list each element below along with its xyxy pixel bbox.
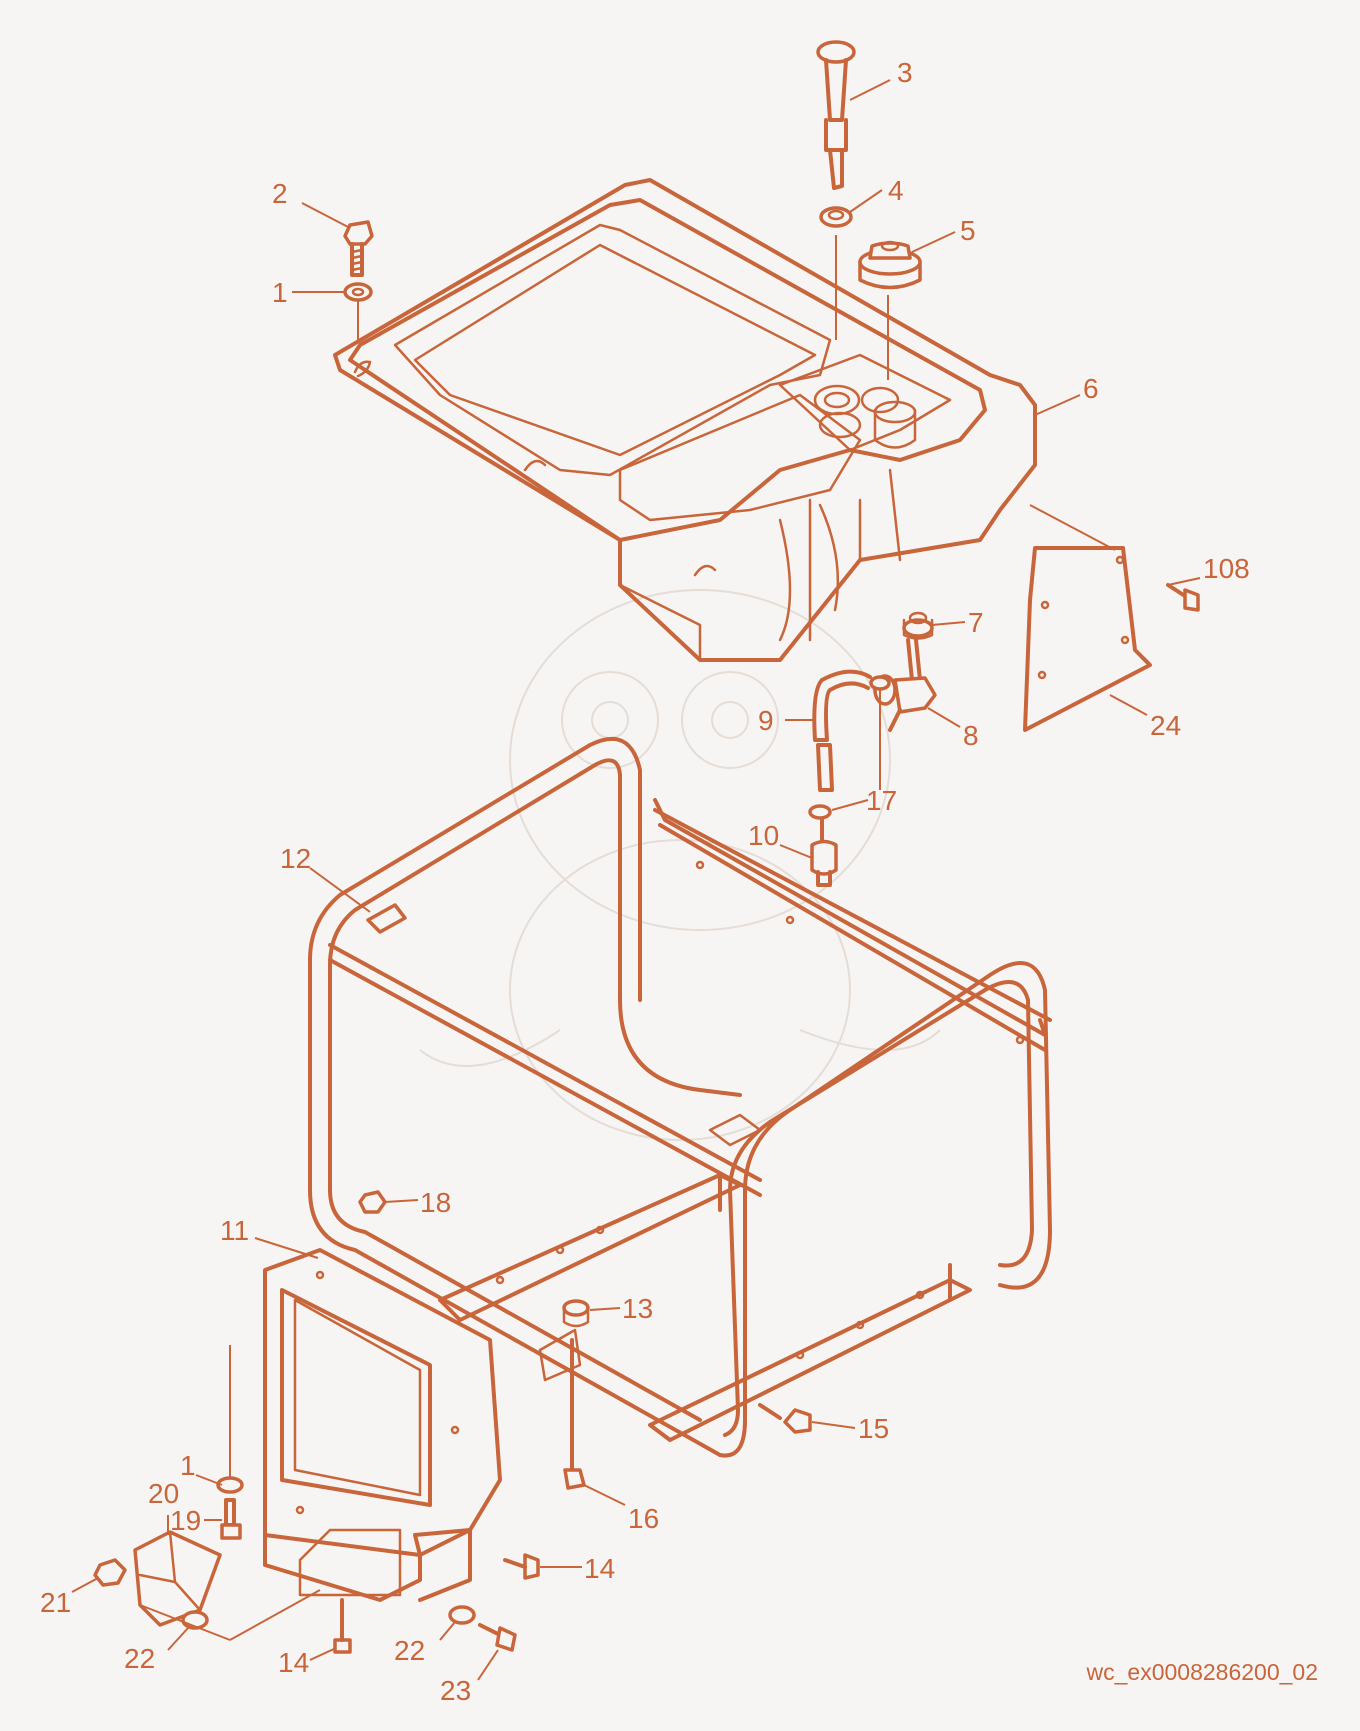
callout-108: 108 (1029, 504, 1250, 586)
svg-text:11: 11 (220, 1215, 249, 1246)
bolt-16 (563, 1338, 586, 1490)
callout-8: 8 (927, 707, 979, 751)
callout-7: 7 (931, 607, 984, 638)
module-20 (133, 1530, 222, 1627)
svg-text:12: 12 (280, 843, 311, 874)
callout-16: 16 (583, 1484, 659, 1534)
tank-bolt (343, 220, 374, 277)
svg-text:9: 9 (758, 705, 774, 736)
control-box (263, 1248, 502, 1602)
callout-20: 20 (148, 1478, 179, 1535)
screw-14a (503, 1553, 540, 1580)
svg-text:18: 18 (420, 1187, 451, 1218)
svg-text:14: 14 (278, 1647, 309, 1678)
bolt-15 (758, 1403, 812, 1434)
drawing-reference-code: wc_ex0008286200_02 (1086, 1659, 1318, 1685)
callout-4: 4 (849, 175, 904, 213)
fuel-fitting (902, 611, 934, 640)
svg-text:4: 4 (888, 175, 904, 206)
svg-text:15: 15 (858, 1413, 889, 1444)
tank-washer (343, 282, 373, 302)
nut-18 (358, 1190, 387, 1214)
cover-plate-bolt (1166, 583, 1200, 612)
callout-3: 3 (849, 57, 913, 101)
callout-10: 10 (748, 820, 813, 859)
fuel-tank (333, 178, 1037, 662)
callout-22a: 22 (124, 1627, 189, 1674)
fuel-gauge (816, 40, 856, 190)
bolt-23 (478, 1623, 517, 1652)
cover-plate (1023, 546, 1152, 732)
nut-21 (93, 1558, 127, 1587)
svg-text:17: 17 (866, 785, 897, 816)
callout-5: 5 (911, 215, 976, 253)
callout-23: 23 (440, 1649, 499, 1706)
callout-24: 24 (1109, 694, 1181, 741)
svg-text:21: 21 (40, 1587, 71, 1618)
svg-text:108: 108 (1203, 553, 1250, 584)
screw-14b (333, 1598, 352, 1654)
callout-21: 21 (40, 1577, 99, 1618)
callout-12: 12 (280, 843, 371, 913)
svg-text:3: 3 (897, 57, 913, 88)
svg-text:8: 8 (963, 720, 979, 751)
hose-clamp (808, 675, 891, 820)
svg-text:24: 24 (1150, 710, 1181, 741)
callout-18: 18 (384, 1187, 451, 1218)
callout-1b: 1 (180, 1450, 223, 1486)
callout-22b: 22 (394, 1621, 456, 1666)
callout-14a: 14 (540, 1553, 615, 1584)
callout-6: 6 (1034, 373, 1099, 416)
callout-2: 2 (272, 178, 351, 229)
callout-13: 13 (589, 1293, 653, 1324)
svg-text:22: 22 (394, 1635, 425, 1666)
callout-15: 15 (811, 1413, 889, 1444)
svg-text:10: 10 (748, 820, 779, 851)
callout-17: 17 (831, 690, 897, 816)
svg-text:7: 7 (968, 607, 984, 638)
svg-text:23: 23 (440, 1675, 471, 1706)
svg-text:20: 20 (148, 1478, 179, 1509)
fuel-valve (873, 638, 937, 732)
callout-1: 1 (272, 277, 344, 308)
fuel-hose (812, 669, 872, 792)
svg-text:1: 1 (272, 277, 288, 308)
fuel-gauge-grommet (819, 206, 853, 228)
svg-text:2: 2 (272, 178, 288, 209)
fuel-cap (858, 240, 922, 290)
washer-22b (448, 1605, 476, 1625)
svg-text:19: 19 (170, 1505, 201, 1536)
svg-text:1: 1 (180, 1450, 196, 1481)
svg-text:13: 13 (622, 1293, 653, 1324)
callout-9: 9 (758, 705, 815, 736)
frame-tube (308, 736, 1052, 1458)
callout-11: 11 (220, 1215, 319, 1259)
bolt-19 (220, 1498, 242, 1540)
svg-text:6: 6 (1083, 373, 1099, 404)
svg-text:14: 14 (584, 1553, 615, 1584)
svg-text:22: 22 (124, 1643, 155, 1674)
fuel-filter (810, 818, 838, 887)
callout-19: 19 (170, 1505, 222, 1536)
callout-14b: 14 (278, 1647, 337, 1678)
svg-text:16: 16 (628, 1503, 659, 1534)
svg-text:5: 5 (960, 215, 976, 246)
spacer-13 (562, 1299, 590, 1328)
